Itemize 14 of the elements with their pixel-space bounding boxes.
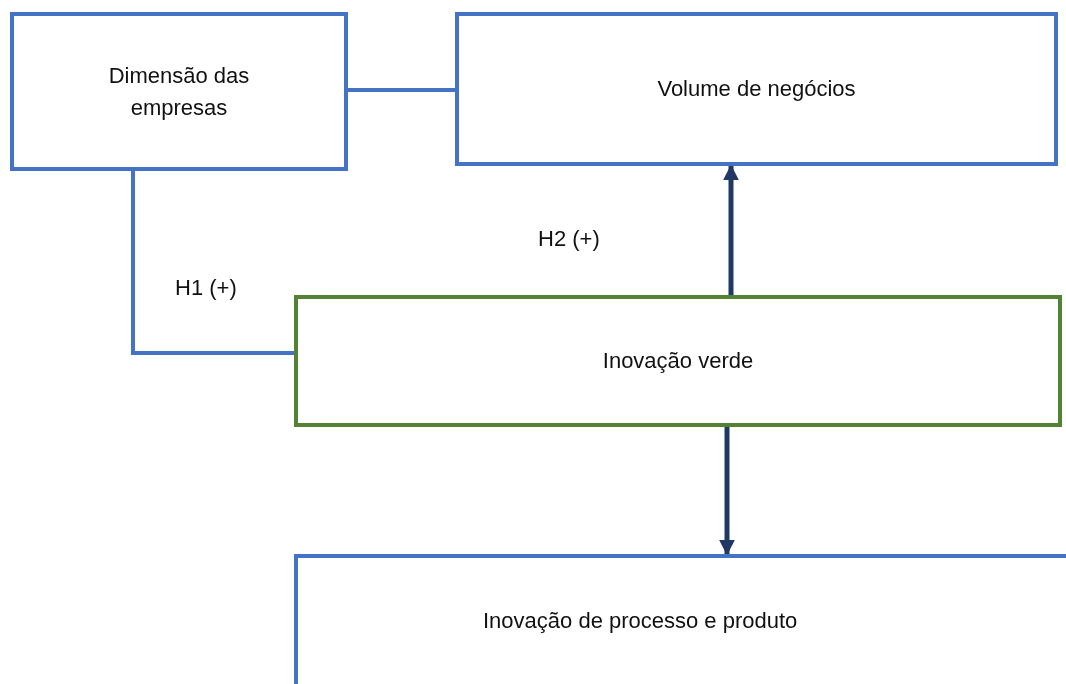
hypothesis-label: H2 (+) [538,226,600,252]
text-box [294,295,1062,427]
arrow [719,427,735,556]
node-text: Dimensão das empresas [107,61,251,122]
node-text: Volume de negócios [657,75,856,104]
node-text: Inovação de processo e produto [483,607,798,636]
node-text: Inovação verde [602,347,754,376]
arrow [723,164,739,295]
text-box [294,554,1066,684]
text-box [10,12,348,171]
text-box [455,12,1058,166]
hypothesis-label: H1 (+) [175,275,237,301]
connector-line [348,88,455,92]
connector-line [131,171,294,355]
